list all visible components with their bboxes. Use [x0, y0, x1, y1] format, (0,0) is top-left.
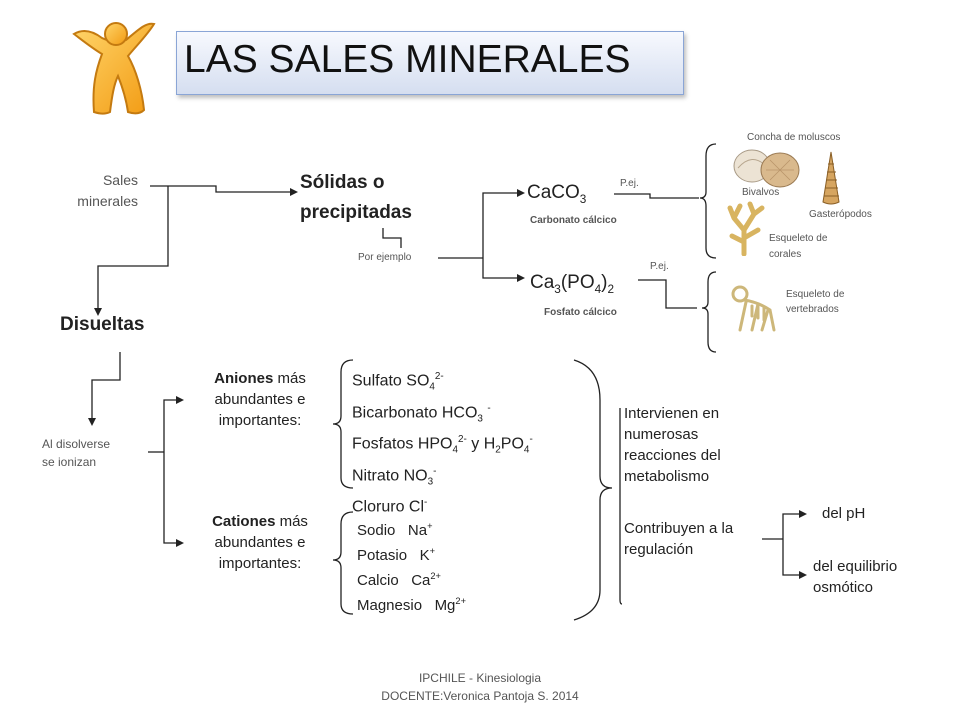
page-title: LAS SALES MINERALES: [184, 38, 631, 81]
sales-minerales-label: Sales minerales: [77, 172, 138, 209]
aniones-list: Sulfato SO42- Bicarbonato HCO3 - Fosfato…: [352, 366, 592, 517]
footer-line-1: IPCHILE - Kinesiologia: [418, 671, 542, 685]
ca3po42-formula: Ca3(PO4)2: [530, 272, 615, 296]
title-box: [176, 31, 684, 95]
anion-item: Sulfato SO42-: [352, 371, 444, 393]
cationes-heading: Cationes más abundantes e importantes:: [212, 513, 308, 572]
anion-item: Nitrato NO3-: [352, 465, 437, 488]
intervienen-text: Intervienen en numerosas reacciones del …: [624, 405, 721, 485]
disueltas-label: Disueltas: [60, 314, 145, 335]
bivalvos-label: Bivalvos: [742, 187, 780, 198]
caco3-pej-label: P.ej.: [620, 178, 639, 189]
solidas-label: Sólidas o precipitadas: [300, 172, 412, 223]
fosfato-calcico-label: Fosfato cálcico: [544, 307, 617, 318]
esqueleto-vertebrados-label: Esqueleto de vertebrados: [786, 289, 845, 315]
gastropod-shell-icon: [822, 151, 840, 205]
footer: IPCHILE - Kinesiologia DOCENTE:Veronica …: [330, 669, 630, 705]
del-equilibrio-osmotico-text: del equilibrio osmótico: [813, 558, 898, 596]
carbonato-calcico-label: Carbonato cálcico: [530, 215, 617, 226]
del-ph-text: del pH: [822, 505, 866, 522]
bivalve-shell-icon: [733, 149, 800, 188]
anion-item: Cloruro Cl-: [352, 497, 428, 516]
esqueleto-corales-label: Esqueleto de corales: [769, 233, 828, 260]
contribuyen-text: Contribuyen a la regulación: [624, 520, 734, 558]
al-disolverse-label: Al disolverse se ionizan: [42, 437, 111, 469]
aniones-heading: Aniones más abundantes e importantes:: [214, 370, 306, 429]
vertebrate-skeleton-icon: [731, 285, 776, 332]
cation-item: Calcio Ca2+: [357, 571, 441, 589]
coral-skeleton-icon: [727, 201, 765, 256]
gasteropodos-label: Gasterópodos: [809, 209, 872, 220]
person-logo-icon: [72, 22, 156, 115]
cation-item: Sodio Na+: [357, 521, 433, 539]
por-ejemplo-label: Por ejemplo: [358, 252, 412, 263]
footer-line-2: DOCENTE:Veronica Pantoja S. 2014: [381, 689, 579, 703]
cationes-list: Sodio Na+ Potasio K+ Calcio Ca2+ Magnesi…: [357, 516, 537, 616]
anion-item: Fosfatos HPO42- y H2PO4-: [352, 434, 533, 456]
concha-moluscos-label: Concha de moluscos: [747, 132, 841, 143]
cation-item: Potasio K+: [357, 546, 436, 564]
anion-item: Bicarbonato HCO3 -: [352, 402, 491, 425]
cation-item: Magnesio Mg2+: [357, 596, 467, 614]
caco3-formula: CaCO3: [527, 182, 587, 206]
ca3po42-pej-label: P.ej.: [650, 261, 669, 272]
